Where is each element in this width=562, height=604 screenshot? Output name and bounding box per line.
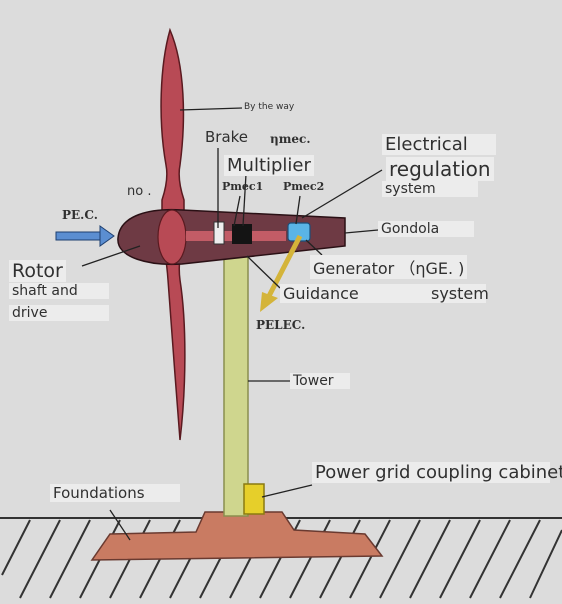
rotor-hub [157,209,187,265]
label-guidance-system: system [431,284,489,303]
label-multiplier: Multiplier [224,155,314,176]
foundation [90,511,384,561]
label-p-mec2: Pmec2 [283,180,325,193]
input-power-arrow [55,225,115,247]
label-generator: Generator （ηGE. ) [310,255,468,279]
multiplier-block [232,224,252,244]
label-brake: Brake [205,128,249,146]
electric-power-arrow [260,234,303,312]
label-p-elec: PELEC. [256,318,306,332]
label-p-mec1: Pmec1 [222,180,264,193]
label-guidance: Guidance [280,284,486,303]
label-power-grid-cabinet: Power grid coupling cabinet [312,462,562,483]
grid-coupling-cabinet [243,483,265,515]
label-p-ec: PE.C. [62,208,98,222]
label-tower: Tower [290,373,350,389]
label-regulation: regulation [386,157,494,181]
label-regulation-system: system [382,181,478,197]
brake-block [213,221,225,245]
leader-lines [81,107,383,541]
label-drive: drive [9,305,109,321]
label-foundations: Foundations [50,484,180,502]
label-electrical: Electrical [382,134,496,155]
tower [223,247,249,517]
label-eta-mec: ηmec. [270,132,311,146]
label-shaft-and: shaft and [9,283,109,299]
label-by-the-way: By the way [244,102,295,112]
label-gondola: Gondola [378,221,474,237]
label-rotor: Rotor [9,260,66,282]
label-no: no . [127,184,152,199]
